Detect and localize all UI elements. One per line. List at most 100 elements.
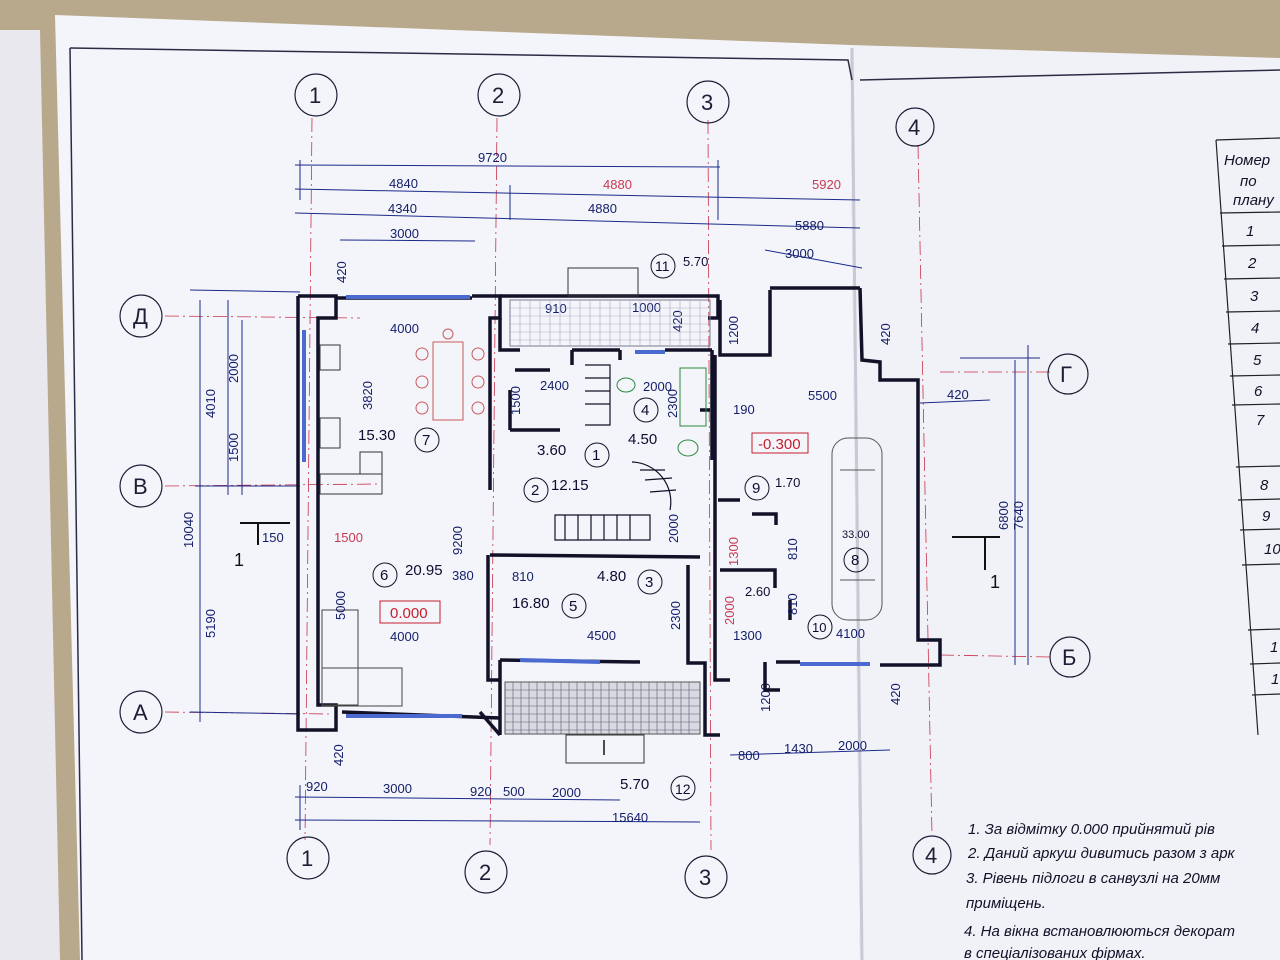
dim-inner-3820: 3820	[360, 381, 375, 410]
dim-inner-150: 150	[262, 530, 284, 545]
table-row-5: 5	[1253, 352, 1262, 369]
note-3: 3. Рівень підлоги в санвузлі на 20мм	[966, 870, 1220, 887]
dim-inner-380: 380	[452, 568, 474, 583]
note-4-cont: в спеціалізованих фірмах.	[964, 945, 1146, 960]
dimension-lines-top	[294, 160, 863, 269]
axis-label-right-g: Г	[1060, 362, 1072, 387]
room-number-11: 11	[655, 258, 670, 274]
dim-inner-2000-v: 2000	[722, 596, 737, 625]
dimension-lines-right	[919, 345, 1040, 665]
dim-right-6800: 6800	[996, 501, 1011, 530]
room-number-4: 4	[641, 402, 649, 419]
room-area-12: 5.70	[620, 776, 649, 793]
dim-inner-1200: 1200	[726, 316, 741, 345]
dim-garage-2000: 2000	[838, 738, 867, 753]
room-area-10: 2.60	[745, 584, 770, 599]
dim-bottom-3000: 3000	[383, 781, 412, 796]
note-2: 2. Даний аркуш дивитись разом з арк	[967, 845, 1236, 862]
dim-inner-4000-bottom: 4000	[390, 629, 419, 644]
table-header-1: Номер	[1224, 152, 1270, 169]
axis-label-bottom-3: 3	[699, 865, 711, 890]
table-row-1: 1	[1246, 223, 1254, 240]
elevation-box-garage	[751, 432, 809, 454]
room-area-3: 4.80	[597, 568, 626, 585]
dim-inner-1500-v: 1500	[508, 386, 523, 415]
axis-label-top-1: 1	[309, 83, 321, 108]
dim-left-2000: 2000	[226, 354, 241, 383]
dim-top-row2-b: 4880	[603, 177, 632, 192]
room-area-6: 20.95	[405, 562, 443, 579]
dim-inner-810-a: 810	[785, 538, 800, 560]
room-number-6: 6	[380, 567, 388, 584]
room-area-8: 33.00	[842, 529, 870, 541]
porch-top	[509, 267, 711, 347]
dimension-lines-bottom	[294, 749, 891, 830]
dim-garage-800: 800	[738, 748, 760, 763]
dim-inner-5500: 5500	[808, 388, 837, 403]
table-row-7: 7	[1256, 412, 1265, 429]
axis-label-left-a: А	[133, 700, 148, 725]
table-row-11: 1	[1270, 639, 1278, 656]
dim-porch-420: 420	[670, 310, 685, 332]
car	[831, 437, 883, 621]
dim-left-1500: 1500	[226, 433, 241, 462]
dim-bottom-overall: 15640	[612, 810, 648, 825]
dim-inner-4100: 4100	[836, 626, 865, 641]
table-row-10: 10	[1264, 541, 1280, 558]
room-table	[1215, 137, 1280, 736]
room-area-9: 1.70	[775, 475, 800, 490]
room-markers	[372, 253, 869, 801]
dim-bottom-920-b: 920	[470, 784, 492, 799]
table-header-2: по	[1240, 173, 1257, 190]
room-number-10: 10	[812, 620, 826, 635]
kitchen-unit	[319, 344, 383, 495]
dim-inner-2400: 2400	[540, 378, 569, 393]
dim-inner-2000-bath: 2000	[643, 379, 672, 394]
axis-label-left-v: В	[133, 474, 148, 499]
section-mark-left	[240, 522, 290, 545]
dim-left-5190: 5190	[203, 609, 218, 638]
dim-inner-4500: 4500	[587, 628, 616, 643]
bathroom-fixtures	[616, 367, 707, 457]
dim-porch-1000: 1000	[632, 300, 661, 315]
axis-label-right-b: Б	[1062, 645, 1076, 670]
dim-inner-1300-v: 1300	[726, 537, 741, 566]
table-row-9: 9	[1262, 508, 1271, 525]
dim-inner-810-hall: 810	[512, 569, 534, 584]
room-area-1: 3.60	[537, 442, 566, 459]
dim-top-row4-left: 3000	[390, 226, 419, 241]
dim-inner-5000: 5000	[333, 591, 348, 620]
room-number-12: 12	[675, 781, 691, 797]
right-page	[850, 45, 1280, 960]
axis-label-top-2: 2	[492, 83, 504, 108]
axis-label-top-4: 4	[908, 115, 920, 140]
dim-inner-9200: 9200	[450, 526, 465, 555]
dining-table	[415, 328, 485, 421]
elevation-box-living	[379, 600, 441, 624]
dimension-lines-left	[189, 289, 301, 722]
room-number-1: 1	[592, 447, 600, 464]
room-area-4: 4.50	[628, 431, 657, 448]
note-3-cont: приміщень.	[966, 895, 1046, 912]
dim-overall-top: 9720	[478, 150, 507, 165]
room-area-7: 15.30	[358, 427, 396, 444]
dim-top-row2-c: 5920	[812, 177, 841, 192]
dim-right-7640: 7640	[1011, 501, 1026, 530]
dim-inner-1300-h: 1300	[733, 628, 762, 643]
dim-porch-910: 910	[545, 301, 567, 316]
section-mark-right	[952, 536, 1000, 570]
dim-inner-2300-bath: 2300	[665, 389, 680, 418]
dim-top-row3-b: 4880	[588, 201, 617, 216]
dim-top-row3-c: 5880	[795, 218, 824, 233]
table-header-3: плану	[1233, 192, 1275, 209]
section-label-right: 1	[990, 572, 1000, 592]
room-number-5: 5	[569, 598, 577, 615]
table-row-8: 8	[1260, 477, 1269, 494]
elevation-living: 0.000	[390, 605, 428, 622]
dim-inner-2300-hall: 2300	[668, 601, 683, 630]
room-area-2: 12.15	[551, 477, 589, 494]
dim-inner-190: 190	[733, 402, 755, 417]
dim-left-10040: 10040	[181, 512, 196, 548]
table-row-6: 6	[1254, 383, 1263, 400]
